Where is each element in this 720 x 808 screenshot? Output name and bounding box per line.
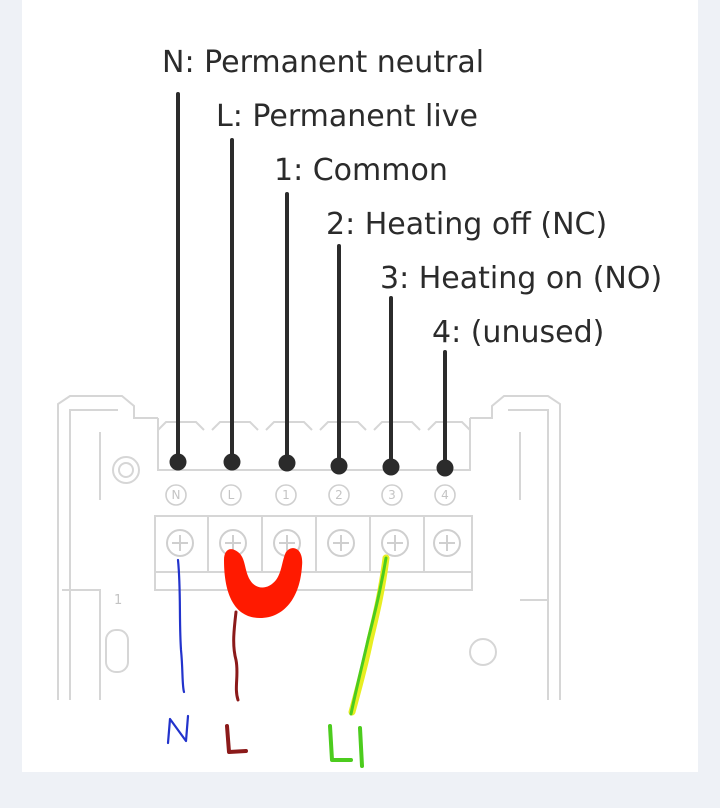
link-mark (224, 548, 303, 618)
terminal-dot-1 (278, 454, 296, 472)
label-neutral: N: Permanent neutral (162, 45, 484, 80)
switched-wire (349, 556, 388, 716)
label-heating-off: 2: Heating off (NC) (326, 207, 607, 242)
neutral-wire (176, 558, 186, 694)
terminal-symbol-n: N (172, 488, 181, 502)
handwritten-l1-l-mark (328, 724, 353, 762)
handwritten-l1-1-mark (358, 726, 364, 768)
screw-4 (433, 529, 461, 557)
terminal-dot-n (169, 453, 187, 471)
terminal-dot-3 (382, 458, 400, 476)
leader-lines (176, 92, 447, 470)
housing-side-mark: 1 (114, 593, 122, 608)
screw-2 (327, 529, 355, 557)
label-heating-on: 3: Heating on (NO) (380, 261, 662, 296)
screw-3 (381, 529, 409, 557)
screw-n (166, 529, 194, 557)
terminal-dot-4 (436, 459, 454, 477)
terminal-symbol-1: 1 (282, 488, 290, 502)
label-unused: 4: (unused) (432, 315, 604, 350)
handwritten-n-mark (166, 714, 190, 745)
terminal-symbol-3: 3 (388, 488, 396, 502)
terminal-dot-l (223, 453, 241, 471)
terminal-dot-2 (330, 457, 348, 475)
terminal-symbol-4: 4 (441, 488, 449, 502)
label-live: L: Permanent live (216, 99, 478, 134)
thermostat-housing-outline (57, 395, 561, 700)
terminal-dots (169, 453, 454, 477)
screw-l (219, 529, 247, 557)
label-common: 1: Common (274, 153, 448, 188)
diagram-card (22, 0, 698, 772)
handwritten-l-mark (225, 724, 248, 754)
terminal-screws (166, 529, 461, 557)
live-wire (232, 610, 240, 702)
terminal-symbol-rings (165, 484, 456, 506)
terminal-symbol-l: L (228, 488, 235, 502)
terminal-symbol-2: 2 (335, 488, 343, 502)
